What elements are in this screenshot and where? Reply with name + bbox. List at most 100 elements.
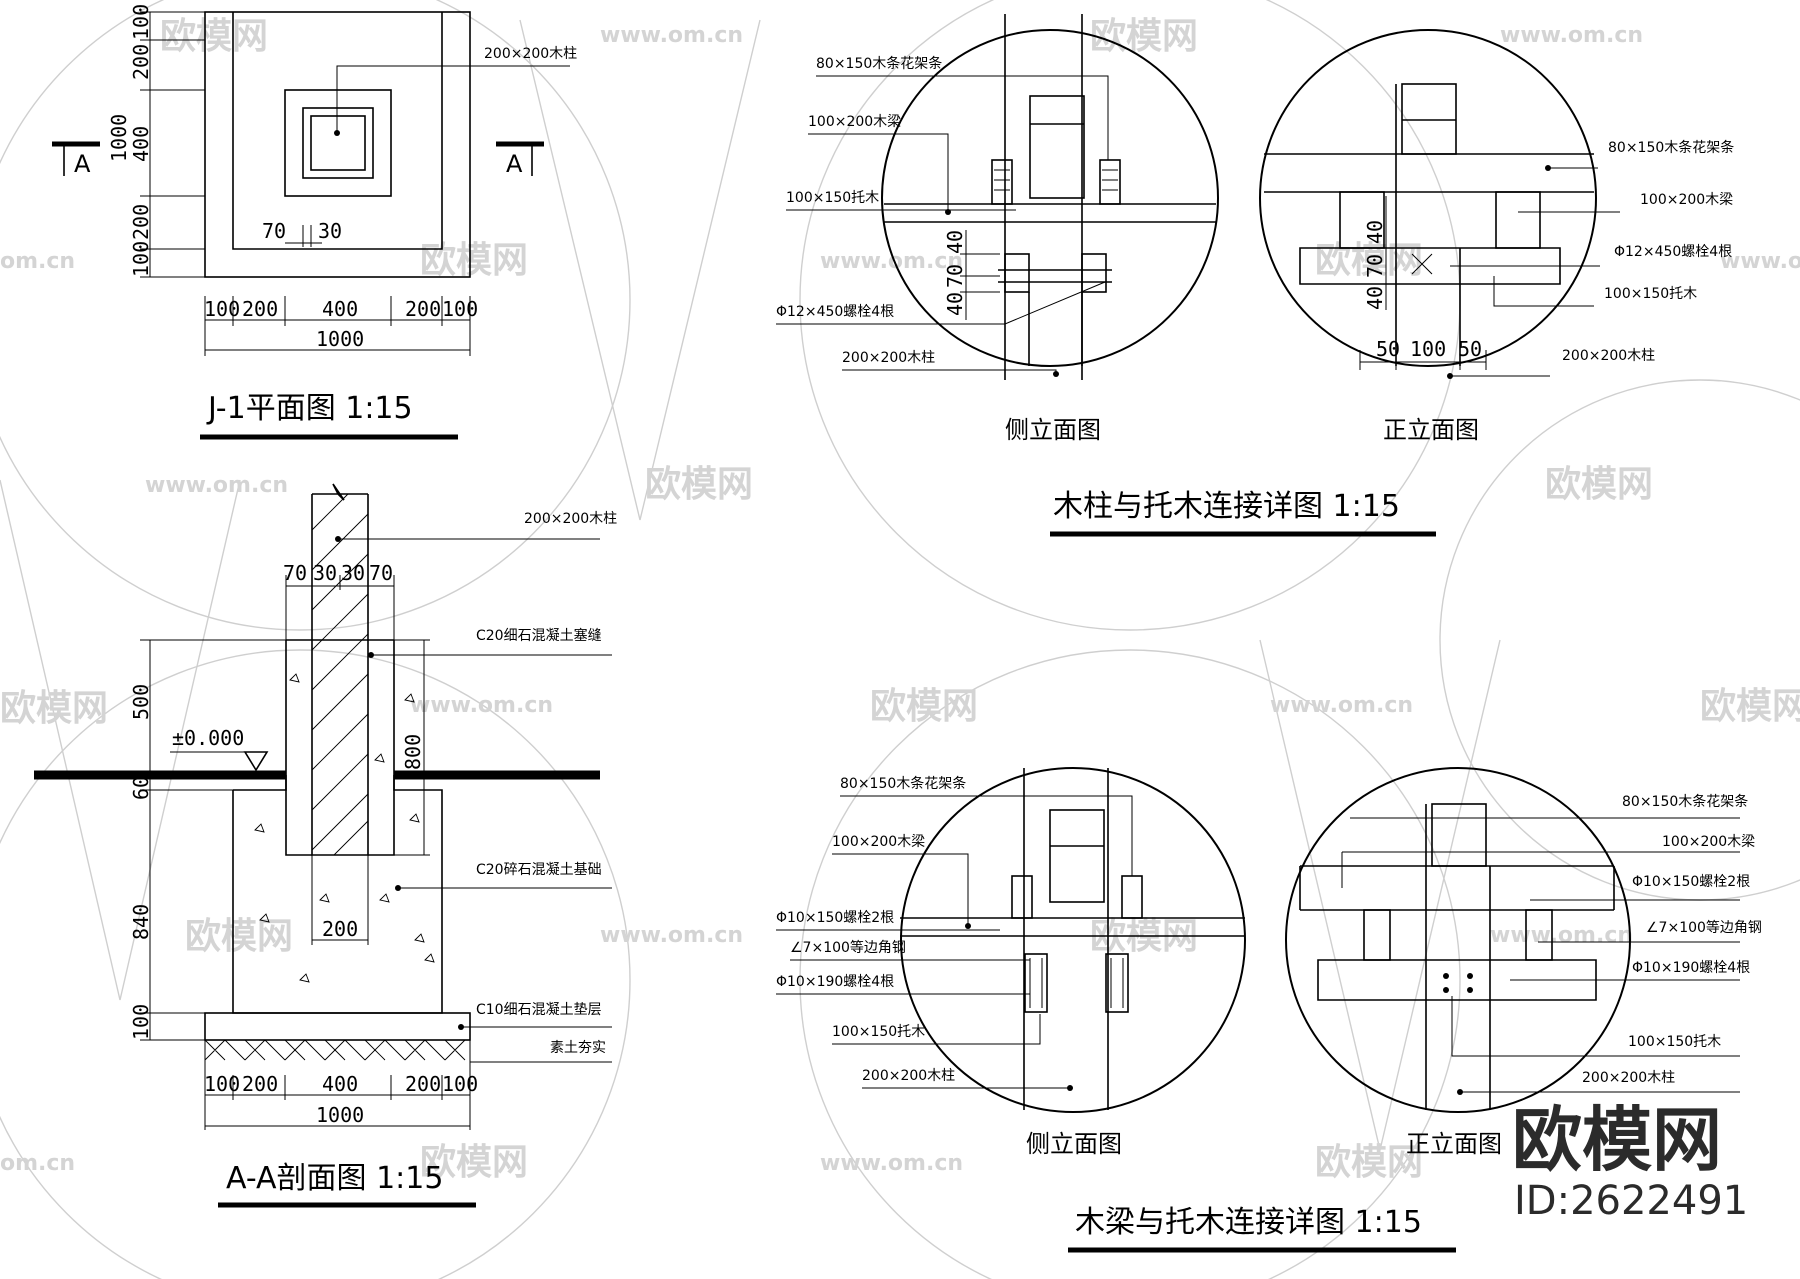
detail-top-side-leader-5 — [842, 369, 1057, 376]
section-bottomdim-2: 200 — [242, 1072, 278, 1096]
detail-top-front-hdim-3: 50 — [1458, 337, 1482, 361]
wm-logo-1: 欧模网 — [160, 16, 268, 57]
detail-bottom-front-label-6: 100×150托木 — [1628, 1034, 1721, 1050]
section-topdim-4: 70 — [369, 561, 393, 585]
detail-top-side-caption: 侧立面图 — [1005, 416, 1101, 444]
detail-bottom-front-beam-ends — [1299, 866, 1615, 910]
detail-top-front-vdim-2: 70 — [1363, 254, 1387, 278]
section-post-hatch — [311, 493, 369, 856]
detail-bottom-side-label-6: 100×150托木 — [832, 1024, 925, 1040]
brand-block: 欧模网 ID:2622491 — [1512, 1099, 1748, 1224]
section-topdim-1: 70 — [283, 561, 307, 585]
detail-top-side-post-top — [1004, 14, 1083, 380]
detail-bottom-front-bolt-2 — [1467, 973, 1473, 979]
detail-top-side-dim-2: 70 — [943, 264, 967, 288]
plan-post — [310, 115, 366, 171]
detail-top-front-brace-right — [1495, 191, 1541, 249]
section-level-mark — [243, 751, 269, 772]
detail-bottom-front-brace-left — [1363, 909, 1391, 961]
detail-top: 80×150木条花架条 100×200木梁 100×150托木 Φ12×450螺… — [776, 14, 1734, 537]
plan-inner-dim-1: 70 — [262, 219, 286, 243]
wm-url-12: www.om.cn — [820, 1151, 963, 1176]
wm-logo-6: 欧模网 — [1545, 464, 1653, 505]
section-leftdim-2: 60 — [129, 776, 153, 800]
plan-footing-outline — [204, 11, 471, 278]
detail-top-front-caption: 正立面图 — [1383, 416, 1479, 444]
detail-top-side-leader-1 — [816, 75, 1109, 160]
plan-vdim-5: 100 — [129, 241, 153, 277]
section-bottomdim-4: 200 — [405, 1072, 441, 1096]
plan-hdim-total: 1000 — [316, 327, 364, 351]
wm-url-2: www.om.cn — [1500, 23, 1643, 48]
detail-bottom-side-leader-6 — [832, 1014, 1041, 1045]
detail-bottom-side-bracket-right — [1105, 953, 1129, 1013]
detail-top-side-label-1: 80×150木条花架条 — [816, 55, 942, 72]
detail-top-side-dim-3: 40 — [943, 292, 967, 316]
section-label-soil: 素土夯实 — [550, 1040, 606, 1056]
detail-top-front-leader-4 — [1493, 276, 1594, 307]
detail-bottom-front-post — [1425, 804, 1491, 1110]
wm-logo-4: 欧模网 — [1315, 240, 1423, 281]
detail-top-side-leader-4 — [776, 281, 1106, 325]
detail-bottom-front-leader-6 — [1451, 996, 1740, 1057]
detail-bottom-front-bracket — [1317, 959, 1597, 1001]
detail-bottom-side-slat-left — [1011, 875, 1033, 919]
detail-top-side-label-4: Φ12×450螺栓4根 — [776, 304, 894, 320]
detail-top-side-joist — [884, 203, 1216, 223]
detail-top-side-slat-right — [1099, 159, 1121, 205]
detail-top-side-slat-left — [991, 159, 1013, 205]
section-footing-outline — [232, 775, 443, 1014]
wm-logo-13: 欧模网 — [1315, 1142, 1423, 1183]
wm-url-3: om.cn — [0, 249, 75, 274]
plan-vdim-4: 200 — [129, 204, 153, 240]
plan-vdim-lines — [140, 11, 205, 278]
wm-logo-10: 欧模网 — [185, 916, 293, 957]
detail-top-front-circle — [1259, 29, 1597, 367]
detail-bottom-side-circle — [900, 767, 1246, 1113]
detail-bottom-front-label-7: 200×200木柱 — [1582, 1070, 1675, 1086]
wm-url-7: www.om.cn — [410, 693, 553, 718]
detail-top-front-dot-5 — [1447, 373, 1453, 379]
section-bottomdim-total: 1000 — [316, 1103, 364, 1127]
detail-top-front-dot-1 — [1545, 165, 1551, 171]
section-title: A-A剖面图 1:15 — [226, 1161, 443, 1196]
plan-view: 200×200木柱 A A 100 200 400 200 100 1000 7… — [52, 4, 577, 440]
detail-bottom: 80×150木条花架条 100×200木梁 Φ10×150螺栓2根 ∠7×100… — [776, 767, 1762, 1253]
detail-top-front-vdim-1: 40 — [1363, 220, 1387, 244]
wm-url-6: www.om.cn — [145, 473, 288, 498]
section-mark-left: A — [74, 150, 91, 178]
detail-bottom-front-dot-7 — [1457, 1089, 1463, 1095]
detail-bottom-side-label-3: Φ10×150螺栓2根 — [776, 910, 894, 926]
section-label-cushion: C10细石混凝土垫层 — [476, 1002, 602, 1018]
detail-bottom-front-label-2: 100×200木梁 — [1662, 834, 1755, 850]
detail-top-front-label-2: 100×200木梁 — [1640, 192, 1733, 208]
plan-hdim-4: 200 — [405, 297, 441, 321]
detail-bottom-side-label-1: 80×150木条花架条 — [840, 775, 966, 792]
detail-bottom-side: 80×150木条花架条 100×200木梁 Φ10×150螺栓2根 ∠7×100… — [776, 767, 1246, 1158]
detail-bottom-side-joist — [900, 917, 1245, 937]
plan-base-outline — [232, 12, 443, 250]
section-footing-aggregate — [254, 673, 435, 983]
detail-bottom-side-dot-7 — [1067, 1085, 1073, 1091]
wm-url-10: www.om.cn — [1490, 923, 1633, 948]
detail-top-front-post — [1395, 84, 1461, 366]
detail-bottom-front-beam — [1300, 865, 1614, 911]
plan-vdim-2: 200 — [129, 44, 153, 80]
plan-title: J-1平面图 1:15 — [206, 391, 413, 426]
watermark-texts: 欧模网 www.om.cn 欧模网 www.om.cn om.cn 欧模网 ww… — [0, 16, 1800, 1183]
detail-bottom-front-label-5: Φ10×190螺栓4根 — [1632, 960, 1750, 976]
section-socket — [285, 640, 395, 856]
wm-url-5: www.om.cn — [1720, 249, 1800, 274]
detail-top-side-leader-2 — [808, 133, 949, 212]
section-bottomdim-1: 100 — [204, 1072, 240, 1096]
wm-url-8: www.om.cn — [1270, 693, 1413, 718]
wm-url-1: www.om.cn — [600, 23, 743, 48]
section-post-outline — [311, 494, 369, 856]
detail-top-side-circle — [881, 29, 1219, 367]
detail-top-front-slat — [1401, 83, 1457, 155]
wm-logo-12: 欧模网 — [420, 1142, 528, 1183]
section-label-grout: C20细石混凝土塞缝 — [476, 627, 602, 644]
detail-top-front-hdim-lines — [1359, 350, 1487, 370]
detail-top-front-bolt-mark — [1411, 253, 1433, 275]
